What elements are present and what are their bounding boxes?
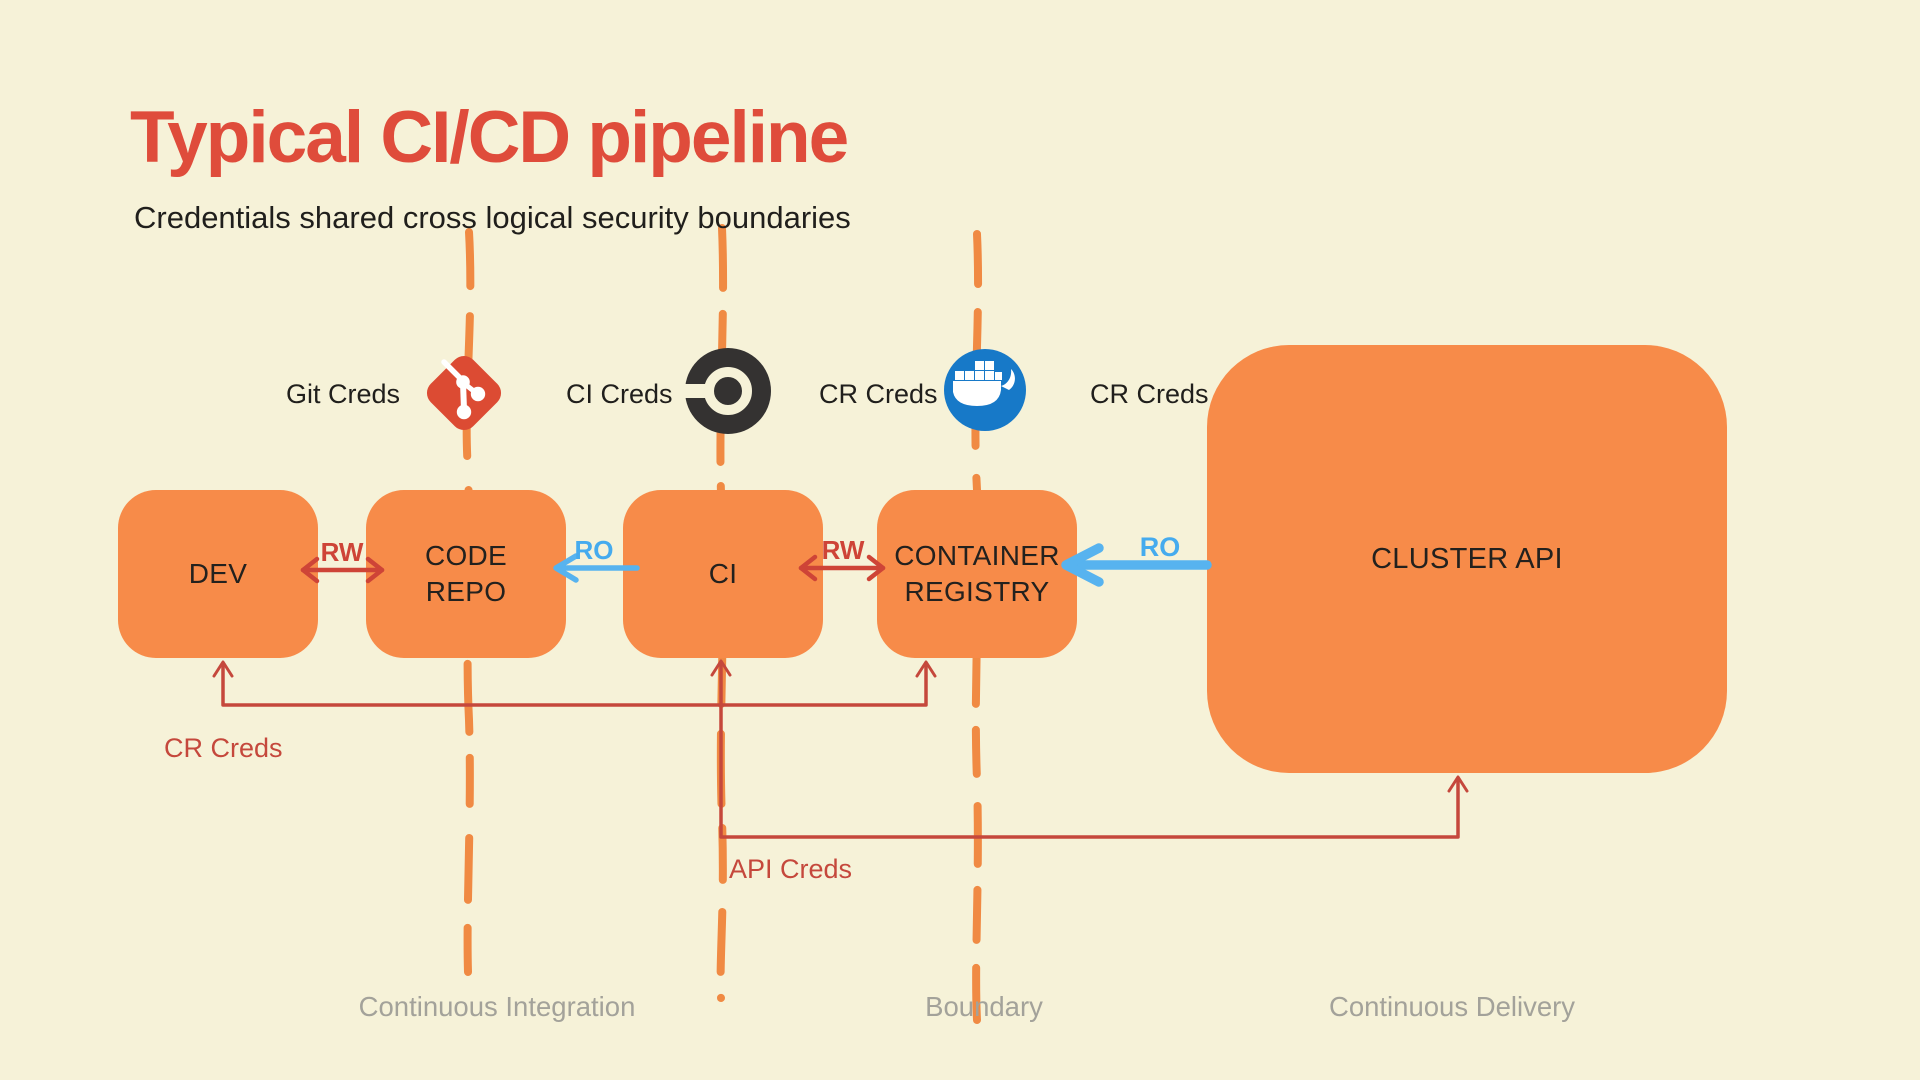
rw-label-ci-registry: RW: [821, 535, 865, 565]
caption-continuous-delivery: Continuous Delivery: [1328, 991, 1576, 1022]
caption-boundary: Boundary: [925, 991, 1043, 1022]
cr-creds-label-registry: CR Creds: [819, 379, 938, 409]
connector-cr-creds: [212, 660, 937, 707]
node-code-repo-label: CODE REPO: [424, 540, 508, 607]
docker-icon: [944, 349, 1026, 431]
git-icon: [426, 355, 502, 431]
node-container-registry-label: CONTAINER REGISTRY: [894, 540, 1060, 607]
cr-creds-label-cluster: CR Creds: [1090, 379, 1209, 409]
node-ci: CI: [623, 490, 823, 658]
cr-creds-connector-label: CR Creds: [164, 733, 283, 763]
connector-api-creds: [710, 659, 1469, 839]
node-container-registry: CONTAINER REGISTRY: [877, 490, 1077, 658]
node-cluster-api-label: CLUSTER API: [1371, 542, 1563, 575]
circleci-icon: [684, 348, 771, 434]
arrow-rw-dev-coderepo: [300, 556, 385, 584]
node-ci-label: CI: [708, 558, 738, 590]
node-code-repo: CODE REPO: [366, 490, 566, 658]
api-creds-connector-label: API Creds: [729, 854, 853, 884]
caption-continuous-integration: Continuous Integration: [358, 991, 636, 1022]
arrow-ro-ci-coderepo: [553, 553, 640, 583]
arrow-rw-ci-registry: [798, 554, 886, 582]
page-subtitle: Credentials shared cross logical securit…: [134, 200, 851, 235]
git-creds-label: Git Creds: [286, 379, 401, 409]
page-title: Typical CI/CD pipeline: [130, 97, 849, 178]
node-dev-label: DEV: [188, 558, 248, 590]
node-dev: DEV: [118, 490, 318, 658]
node-cluster-api: CLUSTER API: [1207, 345, 1727, 773]
arrow-ro-clusterapi-registry: [1061, 543, 1212, 587]
ro-label-clusterapi-registry: RO: [1139, 532, 1181, 562]
ro-label-ci-coderepo: RO: [574, 535, 614, 565]
rw-label-dev-coderepo: RW: [320, 537, 364, 567]
ci-creds-label: CI Creds: [566, 379, 673, 409]
